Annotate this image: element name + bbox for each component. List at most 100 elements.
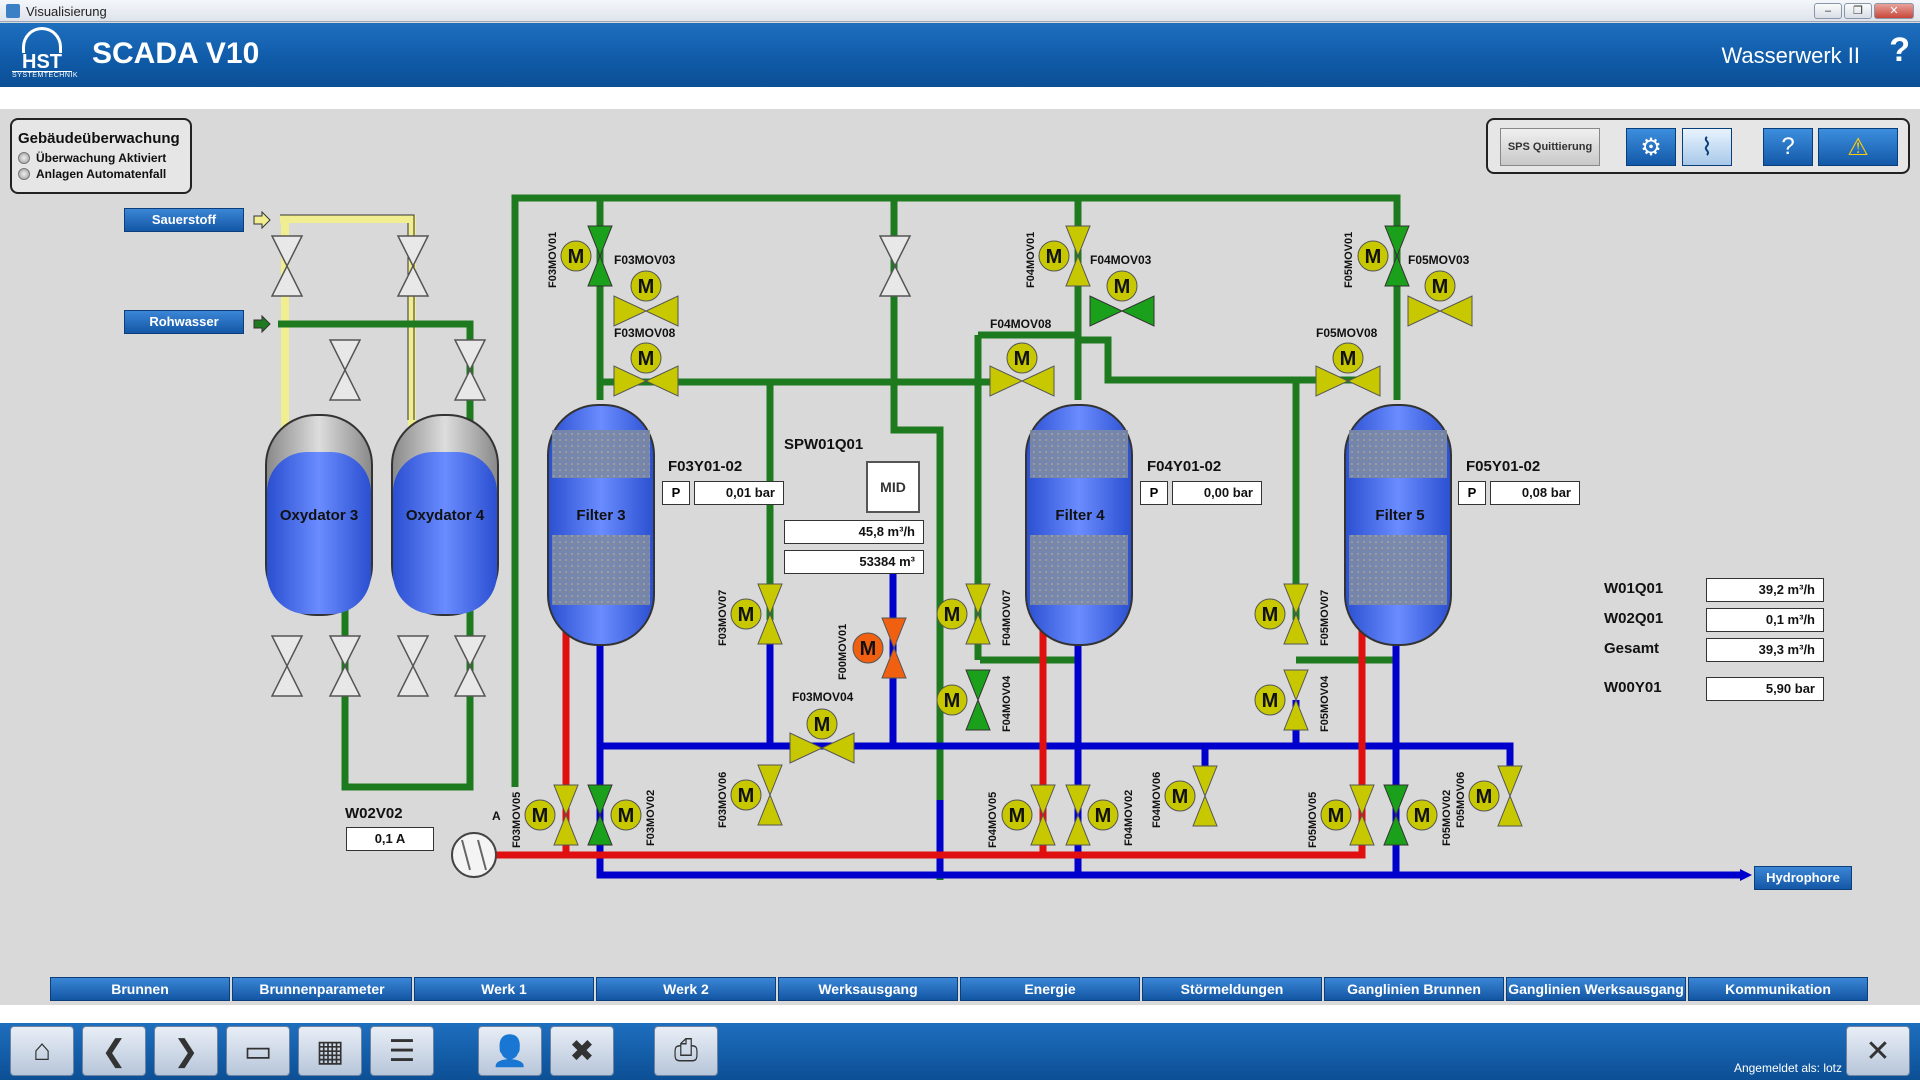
valve-tag-f00mov01: F00MOV01 (837, 624, 849, 680)
summary-value-2: 39,3 m³/h (1706, 638, 1824, 662)
valve-tag-f04mov06: F04MOV06 (1151, 772, 1163, 828)
tab-stoermeldungen[interactable]: Störmeldungen (1142, 977, 1322, 1001)
back-arrow-icon[interactable]: ❮ (82, 1026, 146, 1076)
window-titlebar: Visualisierung – ❐ ✕ (0, 0, 1920, 22)
nav-tabs: Brunnen Brunnenparameter Werk 1 Werk 2 W… (50, 977, 1868, 1001)
valve-tag-f04mov07: F04MOV07 (1001, 590, 1013, 646)
print-icon[interactable]: ⎙ (654, 1026, 718, 1076)
exit-close-icon[interactable]: ✕ (1846, 1026, 1910, 1076)
oxydator-4-label: Oxydator 4 (406, 507, 485, 524)
sps-ack-button[interactable]: SPS Quittierung (1500, 128, 1600, 166)
close-window-button[interactable]: ✕ (1874, 3, 1914, 19)
list-menu-icon[interactable]: ☰ (370, 1026, 434, 1076)
valve-tag-f05mov01: F05MOV01 (1343, 232, 1355, 288)
flow-meter-tag: SPW01Q01 (784, 436, 864, 453)
raw-water-source-button[interactable]: Rohwasser (124, 310, 244, 334)
motor-valves[interactable] (524, 225, 1523, 846)
motor-letter: M (814, 714, 831, 736)
filter-4-label: Filter 4 (1055, 507, 1105, 524)
plant-name: Wasserwerk II (1721, 43, 1860, 68)
app-header: HST SYSTEMTECHNIK SCADA V10 Wasserwerk I… (0, 23, 1920, 87)
f3-pressure-value: 0,01 bar (694, 481, 784, 505)
user-icon[interactable]: 👤 (478, 1026, 542, 1076)
footer-divider (0, 1005, 1920, 1023)
valve-tag-f03mov01: F03MOV01 (547, 232, 559, 288)
motor-letter: M (618, 805, 635, 827)
motor-letter: M (1432, 276, 1449, 298)
f5-p-indicator: P (1458, 481, 1486, 505)
pump-unit-label: A (492, 809, 501, 823)
f5-pressure-value: 0,08 bar (1490, 481, 1580, 505)
motor-letter: M (1476, 786, 1493, 808)
filter-3-label: Filter 3 (576, 507, 625, 524)
motor-letter: M (944, 604, 961, 626)
window-title: Visualisierung (26, 4, 107, 19)
valve-tag-f03mov05: F03MOV05 (511, 792, 523, 848)
f4-pressure-tag: F04Y01-02 (1147, 458, 1222, 475)
filter-5-label: Filter 5 (1375, 507, 1424, 524)
monitoring-active-label: Überwachung Aktiviert (36, 151, 167, 165)
tab-energie[interactable]: Energie (960, 977, 1140, 1001)
pump-tag: W02V02 (345, 805, 403, 822)
f3-p-indicator: P (662, 481, 690, 505)
valve-tag-f03mov02: F03MOV02 (645, 790, 657, 846)
tab-werk-1[interactable]: Werk 1 (414, 977, 594, 1001)
f5-pressure-tag: F05Y01-02 (1466, 458, 1541, 475)
valve-tag-f04mov01: F04MOV01 (1025, 232, 1037, 288)
app-icon (6, 4, 20, 18)
hst-logo: HST SYSTEMTECHNIK (6, 25, 78, 87)
summary-value-3: 5,90 bar (1706, 677, 1824, 701)
f3-pressure-tag: F03Y01-02 (668, 458, 743, 475)
tab-ganglinien-brunnen[interactable]: Ganglinien Brunnen (1324, 977, 1504, 1001)
motor-letter: M (568, 246, 585, 268)
monitoring-title: Gebäudeüberwachung (18, 130, 180, 147)
valve-tag-f03mov07: F03MOV07 (717, 590, 729, 646)
building-monitoring-panel: Gebäudeüberwachung Überwachung Aktiviert… (10, 118, 192, 194)
hydrophore-button[interactable]: Hydrophore (1754, 866, 1852, 890)
filter-tanks (547, 404, 1452, 646)
trend-chart-icon[interactable]: ⌇ (1682, 128, 1732, 166)
screen-icon[interactable]: ▭ (226, 1026, 290, 1076)
summary-tag-1: W02Q01 (1604, 610, 1664, 627)
breaker-fault-label: Anlagen Automatenfall (36, 167, 167, 181)
motor-letter: M (1262, 690, 1279, 712)
motor-letter: M (1114, 276, 1131, 298)
logout-user-icon[interactable]: ✖ (550, 1026, 614, 1076)
valve-tag-f05mov07: F05MOV07 (1319, 590, 1331, 646)
mid-flowmeter[interactable]: MID (866, 461, 920, 513)
settings-gear-icon[interactable]: ⚙ (1626, 128, 1676, 166)
warning-icon[interactable]: ⚠ (1818, 128, 1898, 166)
oxygen-arrow-icon (253, 210, 271, 230)
help-icon[interactable]: ? (1889, 31, 1910, 69)
motor-letter: M (638, 348, 655, 370)
motor-letter: M (638, 276, 655, 298)
minimize-button[interactable]: – (1814, 3, 1842, 19)
grid-menu-icon[interactable]: ▦ (298, 1026, 362, 1076)
motor-letter: M (1009, 805, 1026, 827)
tab-ganglinien-werksausgang[interactable]: Ganglinien Werksausgang (1506, 977, 1686, 1001)
summary-tag-2: Gesamt (1604, 640, 1660, 657)
summary-tag-0: W01Q01 (1604, 580, 1664, 597)
tab-werksausgang[interactable]: Werksausgang (778, 977, 958, 1001)
forward-arrow-icon[interactable]: ❯ (154, 1026, 218, 1076)
home-icon[interactable]: ⌂ (10, 1026, 74, 1076)
tab-brunnenparameter[interactable]: Brunnenparameter (232, 977, 412, 1001)
valve-tag-f05mov06: F05MOV06 (1455, 772, 1467, 828)
motor-letter: M (1340, 348, 1357, 370)
flow-total-value: 53384 m³ (784, 550, 924, 574)
summary-value-0: 39,2 m³/h (1706, 578, 1824, 602)
status-led-monitoring (18, 152, 30, 164)
valve-tag-f05mov04: F05MOV04 (1319, 675, 1331, 732)
app-title: SCADA V10 (92, 37, 260, 70)
maximize-button[interactable]: ❐ (1844, 3, 1872, 19)
valve-tag-f03mov06: F03MOV06 (717, 772, 729, 828)
oxygen-source-button[interactable]: Sauerstoff (124, 208, 244, 232)
motor-letter: M (944, 690, 961, 712)
motor-letter: M (532, 805, 549, 827)
tab-werk-2[interactable]: Werk 2 (596, 977, 776, 1001)
tab-brunnen[interactable]: Brunnen (50, 977, 230, 1001)
help-circle-icon[interactable]: ? (1763, 128, 1813, 166)
tab-kommunikation[interactable]: Kommunikation (1688, 977, 1868, 1001)
oxydator-tanks (265, 414, 499, 616)
pump-icon[interactable] (451, 832, 497, 878)
